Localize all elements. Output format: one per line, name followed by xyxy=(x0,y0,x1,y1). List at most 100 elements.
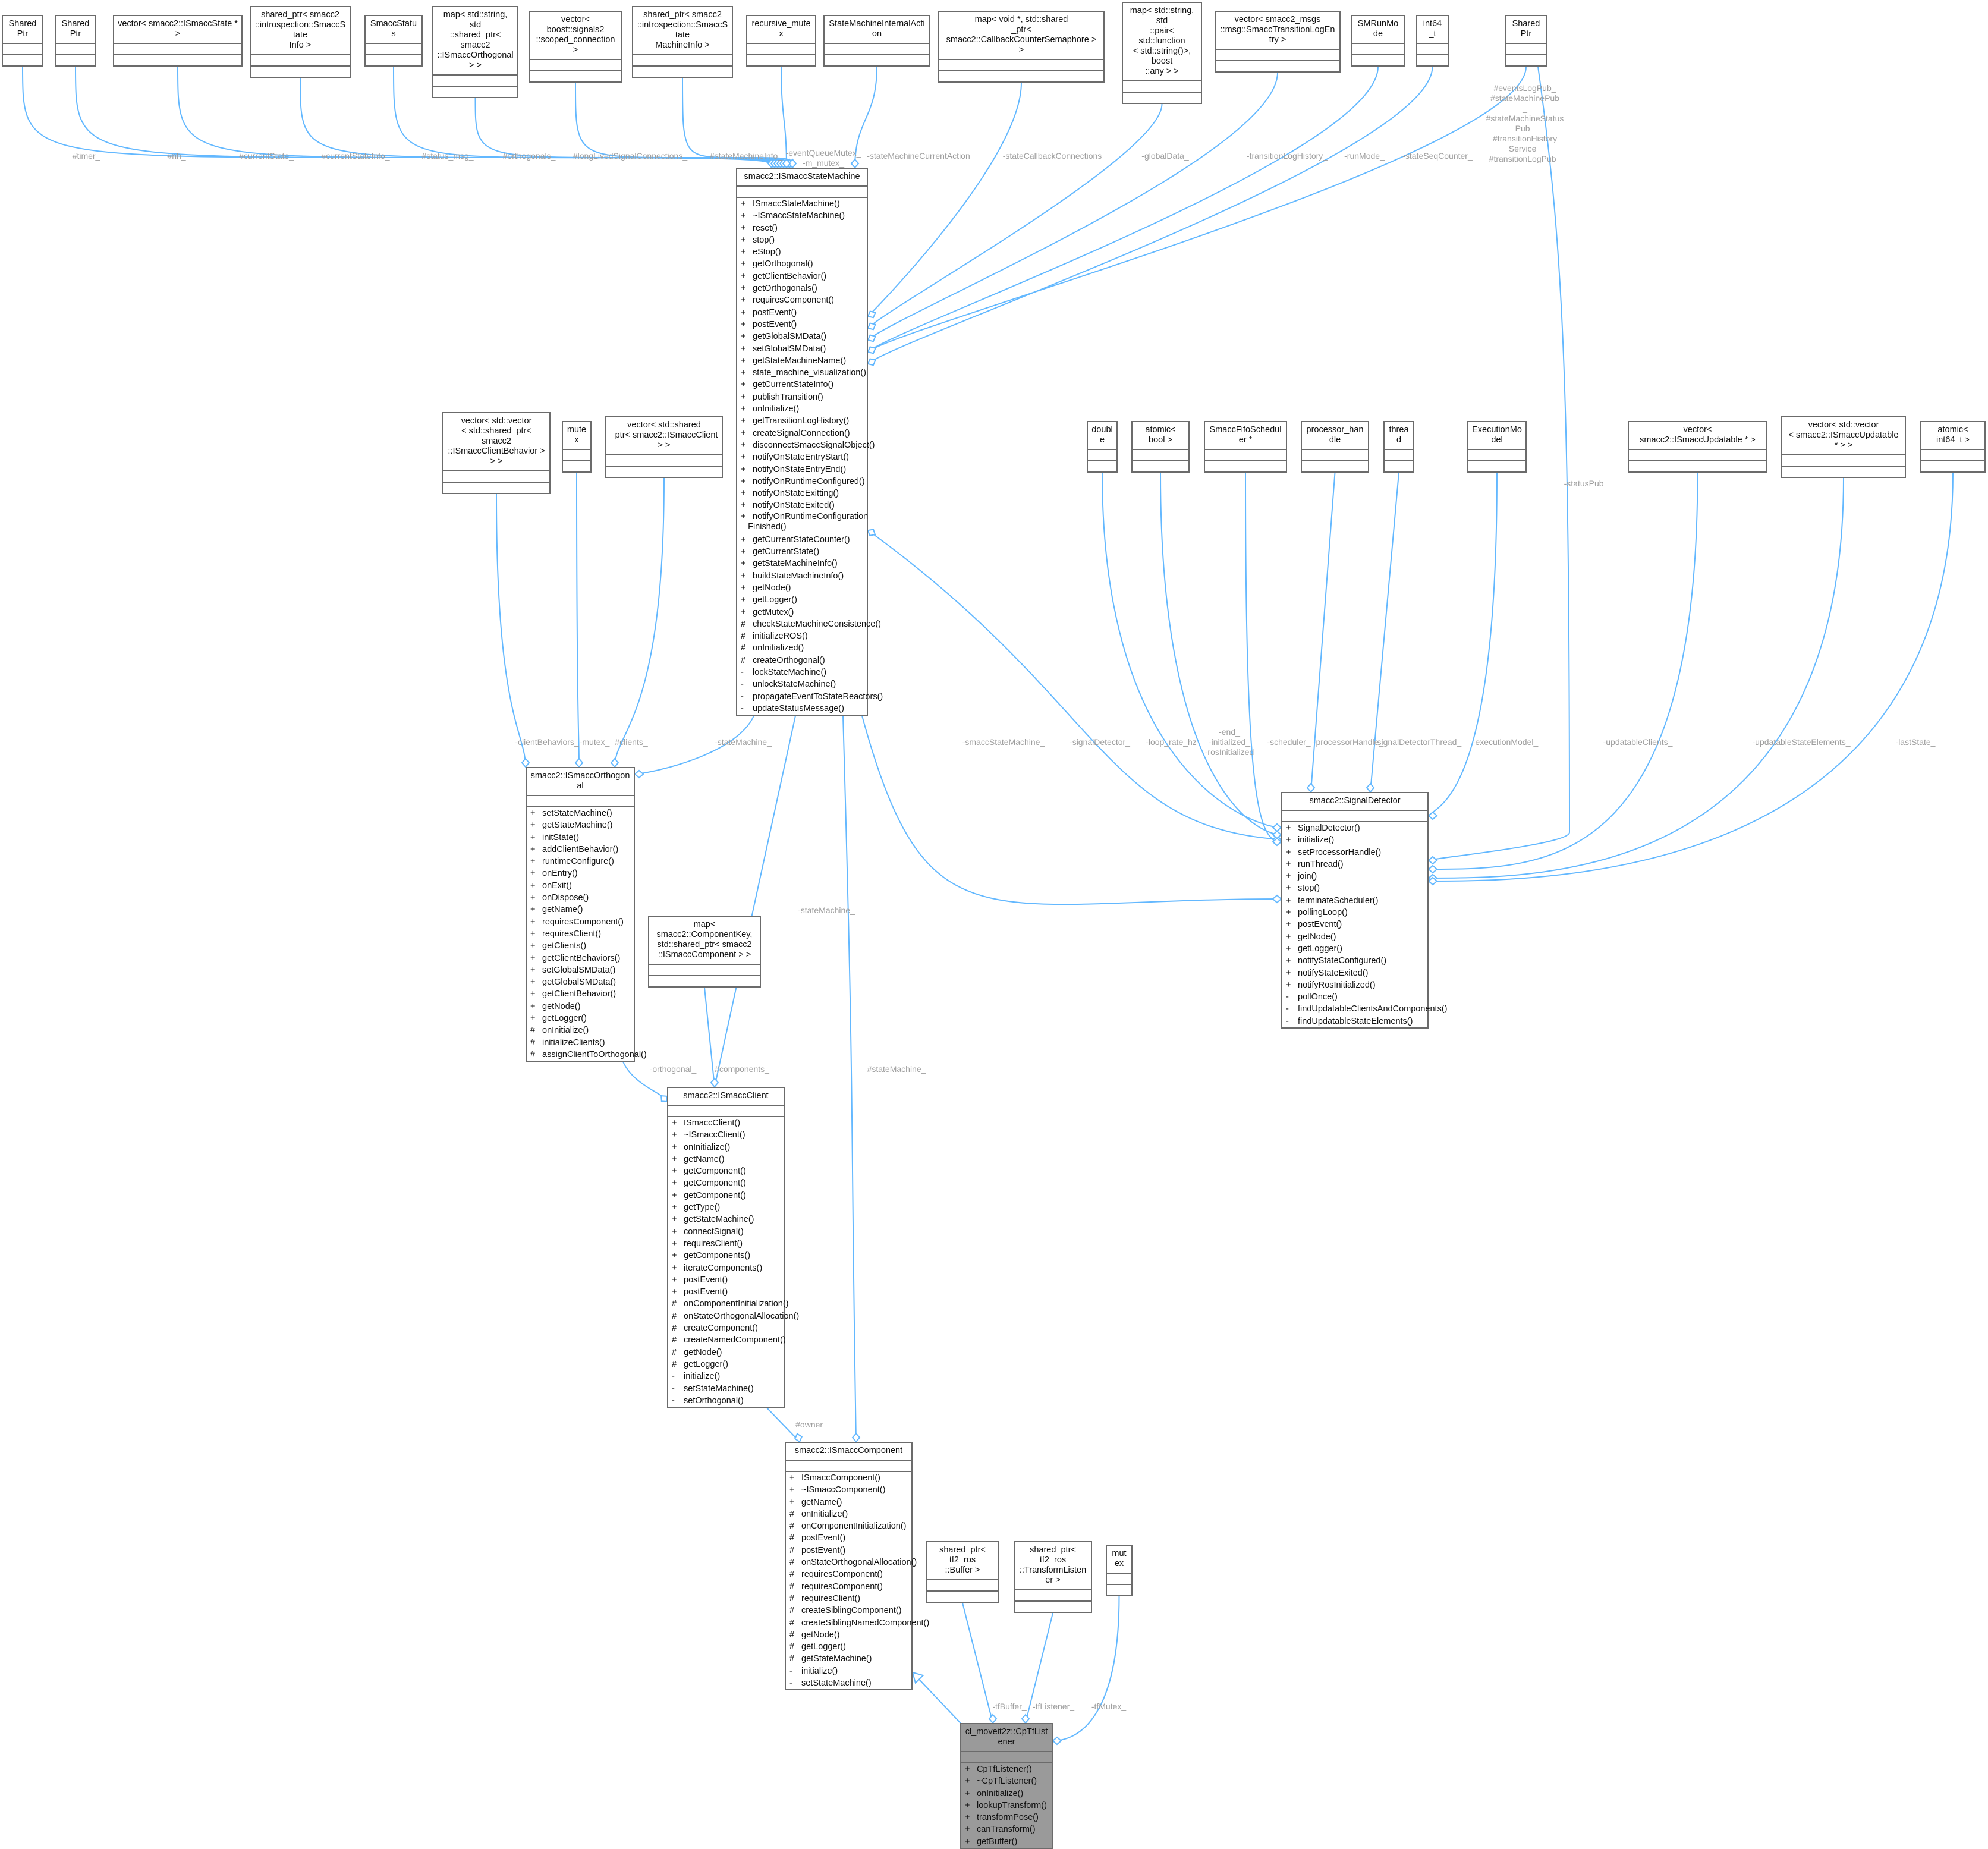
class-ismacc-orthogonal[interactable]: smacc2::ISmaccOrthogonal +setStateMachin… xyxy=(526,767,647,1062)
member: #requiresClient() xyxy=(789,1593,861,1603)
member: +postEvent() xyxy=(672,1287,728,1297)
class-atomic-int64[interactable]: atomic< int64_t > xyxy=(1920,421,1986,473)
class-ismacc-client[interactable]: smacc2::ISmaccClient +ISmaccClient()+~IS… xyxy=(667,1087,799,1408)
class-recursive-mutex[interactable]: recursive_mutex xyxy=(746,15,816,67)
member: +postEvent() xyxy=(1286,920,1342,930)
class-title: smacc2::ISmaccClient xyxy=(668,1088,784,1106)
class-processor-handle[interactable]: processor_handle xyxy=(1301,421,1369,473)
member: #initializeROS() xyxy=(741,631,808,642)
edge-label: -processorHandle_ xyxy=(1313,737,1384,747)
member: #postEvent() xyxy=(789,1533,846,1543)
class-vector-updatable[interactable]: vector< smacc2::ISmaccUpdatable * > xyxy=(1628,421,1767,473)
class-int64[interactable]: int64_t xyxy=(1416,15,1449,67)
aggregation-diamond xyxy=(1427,811,1438,820)
member-list: +CpTfListener()+~CpTfListener()+onInitia… xyxy=(961,1763,1052,1848)
association-edge xyxy=(1310,472,1336,793)
aggregation-diamond xyxy=(850,158,860,169)
class-atomic-bool[interactable]: atomic< bool > xyxy=(1131,421,1190,473)
class-vector-vector-updatable[interactable]: vector< std::vector < smacc2::ISmaccUpda… xyxy=(1781,416,1906,478)
member: -findUpdatableStateElements() xyxy=(1286,1016,1413,1026)
class-sharedptr[interactable]: SharedPtr xyxy=(1505,15,1547,67)
aggregation-diamond xyxy=(794,1433,803,1443)
association-edge xyxy=(634,715,754,775)
class-ismacc-state-machine[interactable]: smacc2::ISmaccStateMachine +ISmaccStateM… xyxy=(736,168,883,716)
class-title: vector< std::vector < smacc2::ISmaccUpda… xyxy=(1782,417,1905,455)
class-map-orthogonals[interactable]: map< std::string, std ::shared_ptr< smac… xyxy=(432,6,518,98)
member: +getName() xyxy=(672,1154,725,1164)
class-ismacc-component[interactable]: smacc2::ISmaccComponent +ISmaccComponent… xyxy=(785,1442,929,1691)
aggregation-diamond xyxy=(867,310,876,319)
edge-label: -globalData_ xyxy=(1141,151,1189,161)
class-thread[interactable]: thread xyxy=(1383,421,1414,473)
member: +stop() xyxy=(1286,883,1320,894)
member: +getClients() xyxy=(530,941,587,951)
aggregation-diamond xyxy=(867,322,876,331)
association-edge xyxy=(1025,1612,1053,1724)
class-smrunmode[interactable]: SMRunMode xyxy=(1351,15,1405,67)
class-map-globaldata[interactable]: map< std::string, std ::pair< std::funct… xyxy=(1122,2,1202,104)
class-sharedptr[interactable]: SharedPtr xyxy=(2,15,43,67)
association-edge xyxy=(1428,472,1954,882)
association-edge xyxy=(1428,472,1498,816)
class-map-semaphore[interactable]: map< void *, std::shared _ptr< smacc2::C… xyxy=(938,11,1105,83)
class-mutex[interactable]: mutex xyxy=(562,421,592,473)
member: #getNode() xyxy=(789,1630,840,1640)
member: +getComponent() xyxy=(672,1178,746,1188)
association-edge xyxy=(766,1407,800,1442)
class-vector-behaviors[interactable]: vector< std::vector < std::shared_ptr< s… xyxy=(442,412,551,494)
member: +ISmaccStateMachine() xyxy=(741,199,840,209)
member: +join() xyxy=(1286,872,1317,882)
class-sharedptr-sminfo[interactable]: shared_ptr< smacc2 ::introspection::Smac… xyxy=(632,6,733,78)
class-sharedptr-buffer[interactable]: shared_ptr< tf2_ros ::Buffer > xyxy=(926,1541,999,1603)
class-signal-detector[interactable]: smacc2::SignalDetector +SignalDetector()… xyxy=(1281,792,1448,1029)
class-fifo-scheduler[interactable]: SmaccFifoScheduler * xyxy=(1204,421,1287,473)
member: #onComponentInitialization() xyxy=(789,1521,907,1532)
class-vector-translog[interactable]: vector< smacc2_msgs ::msg::SmaccTransiti… xyxy=(1215,11,1341,73)
edge-label: -orthogonal_ xyxy=(649,1064,697,1074)
member: +notifyStateConfigured() xyxy=(1286,956,1387,966)
class-map-components[interactable]: map< smacc2::ComponentKey, std::shared_p… xyxy=(648,916,761,988)
class-vector-connections[interactable]: vector< boost::signals2 ::scoped_connect… xyxy=(529,11,622,83)
class-title: smacc2::ISmaccOrthogonal xyxy=(527,768,634,796)
class-title: atomic< bool > xyxy=(1133,422,1188,450)
member: +setGlobalSMData() xyxy=(530,965,616,975)
association-edge xyxy=(867,66,1527,353)
member: +stop() xyxy=(741,235,775,245)
class-vector-clients[interactable]: vector< std::shared _ptr< smacc2::ISmacc… xyxy=(605,416,723,478)
member: +SignalDetector() xyxy=(1286,823,1360,833)
class-sharedptr-stateinfo[interactable]: shared_ptr< smacc2 ::introspection::Smac… xyxy=(250,6,351,78)
class-smaccstatus[interactable]: SmaccStatus xyxy=(364,15,423,67)
class-cptflistener[interactable]: cl_moveit2z::CpTfListener +CpTfListener(… xyxy=(960,1723,1053,1849)
class-mutex[interactable]: mutex xyxy=(1106,1545,1133,1596)
member: -setStateMachine() xyxy=(789,1678,872,1688)
class-double[interactable]: double xyxy=(1087,421,1118,473)
aggregation-diamond xyxy=(610,757,619,768)
aggregation-diamond xyxy=(1427,876,1438,886)
class-internal-action[interactable]: StateMachineInternalAction xyxy=(823,15,930,67)
aggregation-diamond xyxy=(788,158,797,169)
association-edge xyxy=(867,103,1163,329)
class-sharedptr-tflistener[interactable]: shared_ptr< tf2_ros ::TransformListener … xyxy=(1014,1541,1092,1613)
class-vector-state[interactable]: vector< smacc2::ISmaccState * > xyxy=(113,15,243,67)
member: #createSiblingComponent() xyxy=(789,1606,902,1616)
class-sharedptr[interactable]: SharedPtr xyxy=(55,15,96,67)
member: -unlockStateMachine() xyxy=(741,680,836,690)
edge-label: #stateMachineInfo_ xyxy=(709,151,783,161)
member: +requiresClient() xyxy=(672,1238,743,1249)
association-edge xyxy=(1428,472,1698,870)
class-title: vector< std::vector < std::shared_ptr< s… xyxy=(443,413,549,471)
edge-label: #eventsLogPub_ #stateMachinePub _ #state… xyxy=(1486,83,1564,163)
member: -findUpdatableClientsAndComponents() xyxy=(1286,1004,1448,1014)
member: -updateStatusMessage() xyxy=(741,703,844,713)
member: +createSignalConnection() xyxy=(741,428,850,438)
association-edge xyxy=(1428,477,1844,879)
edge-label: -signalDetector_ xyxy=(1070,737,1130,747)
member-list: +ISmaccComponent()+~ISmaccComponent()+ge… xyxy=(786,1472,929,1689)
member: +getStateMachine() xyxy=(672,1215,754,1225)
class-title: processor_handle xyxy=(1302,422,1368,450)
association-edge xyxy=(854,66,877,168)
class-execution-model[interactable]: ExecutionModel xyxy=(1467,421,1527,473)
edge-label: #longLivedSignalConnections_ xyxy=(573,151,688,161)
edge-label: -stateMachineCurrentAction xyxy=(867,151,970,161)
